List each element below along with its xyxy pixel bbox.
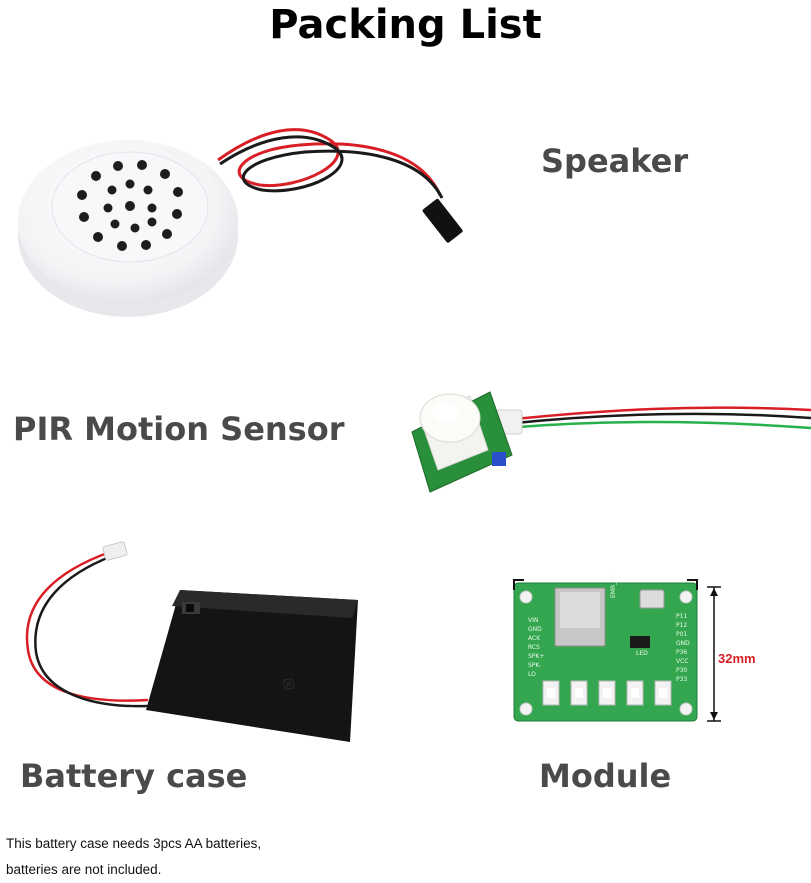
pin-label: P12 — [676, 622, 688, 629]
pin-label: P11 — [676, 613, 688, 620]
speaker-label: Speaker — [541, 142, 689, 180]
module-chip-label: EMR_25 — [610, 574, 617, 598]
pin-label: P33 — [676, 676, 688, 683]
module-label: Module — [539, 757, 672, 795]
module-left-pins: VIN GND ACK RCS SPK+ SPK- LO — [528, 616, 544, 679]
pin-label: ACK — [528, 635, 541, 642]
module-dimension-label: 32mm — [718, 651, 756, 666]
pin-label: P30 — [676, 667, 688, 674]
module-right-pins: P11 P12 P01 GND P36 VCC P30 P33 — [676, 612, 690, 684]
pin-label: VCC — [676, 658, 689, 665]
pir-sensor-label: PIR Motion Sensor — [13, 410, 345, 448]
pin-label: P01 — [676, 631, 688, 638]
svg-text:☒: ☒ — [281, 676, 296, 694]
pin-label: LO — [528, 671, 536, 678]
pin-label: VIN — [528, 617, 539, 624]
battery-note-line-2: batteries are not included. — [6, 862, 162, 877]
pin-label: P36 — [676, 649, 688, 656]
page-title: Packing List — [269, 2, 542, 48]
pin-label: SPK- — [528, 662, 541, 669]
pin-label: GND — [676, 640, 690, 647]
pin-label: RCS — [528, 644, 540, 651]
pin-label: SPK+ — [528, 653, 545, 660]
battery-note-line-1: This battery case needs 3pcs AA batterie… — [6, 836, 262, 851]
pin-label: GND — [528, 626, 542, 633]
module-led-label: LED — [636, 650, 648, 657]
battery-case-label: Battery case — [20, 757, 248, 795]
